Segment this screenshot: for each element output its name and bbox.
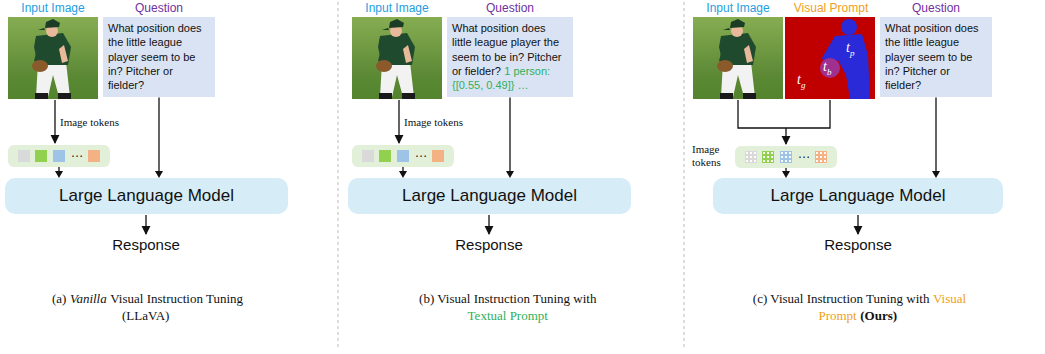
image-token-strip: ⋯ [735, 146, 837, 168]
region-token: tg [797, 72, 805, 93]
panel-heading: Input Image [8, 1, 98, 15]
token-square [379, 150, 391, 162]
llm-box: Large Language Model [5, 178, 288, 214]
panel-heading: Question [103, 1, 215, 15]
panel-heading: Question [447, 1, 573, 15]
question-box: What position does the little league pla… [103, 17, 215, 97]
caption-text: (Ours) [860, 308, 897, 323]
panel-heading: Question [880, 1, 992, 15]
input-photo [8, 17, 98, 99]
image-arrow [54, 100, 55, 143]
panel-divider [338, 2, 339, 350]
flow-arrow [155, 97, 163, 178]
question-box: What position does little league player … [447, 17, 573, 97]
flow-arrow [506, 97, 514, 178]
region-token: tp [846, 40, 854, 61]
response-arrow [145, 215, 146, 234]
panel-heading: Visual Prompt [785, 1, 877, 15]
token-square [780, 151, 792, 163]
caption-text: (c) Visual Instruction Tuning with [753, 291, 930, 306]
token-square [397, 150, 409, 162]
panel-caption: (a) VanillaVisual Instruction Tuning (LLa… [50, 290, 245, 324]
caption-text: (a) [52, 291, 66, 306]
arrow-label: Image tokens [404, 116, 484, 129]
caption-text: (b) Visual Instruction Tuning with [419, 291, 596, 306]
token-square [35, 150, 47, 162]
question-box: What position does the little league pla… [880, 17, 992, 97]
visual-prompt-mask [785, 17, 875, 99]
caption-text: Visual Instruction Tuning (LLaVA) [110, 291, 243, 323]
panel-heading: Input Image [352, 1, 442, 15]
caption-text: Textual Prompt [468, 308, 548, 323]
ellipsis-token: ⋯ [798, 151, 810, 163]
output-label: Response [439, 236, 539, 254]
arrow-label: Image tokens [692, 143, 734, 169]
llm-box: Large Language Model [713, 178, 1003, 214]
ellipsis-token: ⋯ [415, 150, 427, 162]
llm-box: Large Language Model [348, 178, 631, 214]
arrow-label: Image tokens [60, 116, 140, 129]
region-token: tb [823, 59, 831, 80]
token-square [745, 151, 757, 163]
output-label: Response [808, 236, 908, 254]
flow-arrow [399, 167, 407, 178]
token-square [762, 151, 774, 163]
token-square [432, 150, 444, 162]
ellipsis-token: ⋯ [71, 150, 83, 162]
token-square [53, 150, 65, 162]
input-photo [693, 17, 783, 99]
model-name: Large Language Model [402, 186, 577, 206]
token-square [815, 151, 827, 163]
image-arrow [785, 128, 786, 144]
panel-heading: Input Image [693, 1, 783, 15]
flow-arrow [55, 167, 63, 178]
image-arrow [398, 100, 399, 143]
input-photo [352, 17, 442, 99]
output-label: Response [96, 236, 196, 254]
question-text: What position does the little league pla… [108, 22, 202, 91]
panel-caption: (c) Visual Instruction Tuning withVisual… [752, 290, 967, 324]
caption-text: Vanilla [70, 291, 107, 306]
flow-arrow [782, 168, 790, 178]
question-text: What position does the little league pla… [885, 22, 979, 91]
flow-arrow [932, 97, 940, 178]
response-arrow [857, 215, 858, 234]
model-name: Large Language Model [59, 186, 234, 206]
image-token-strip: ⋯ [352, 145, 454, 167]
token-square [362, 150, 374, 162]
token-square [88, 150, 100, 162]
merge-line [738, 100, 830, 128]
token-square [18, 150, 30, 162]
panel-divider [684, 2, 685, 350]
model-name: Large Language Model [771, 186, 946, 206]
image-token-strip: ⋯ [8, 145, 110, 167]
response-arrow [488, 215, 489, 234]
panel-caption: (b) Visual Instruction Tuning withTextua… [402, 290, 617, 324]
